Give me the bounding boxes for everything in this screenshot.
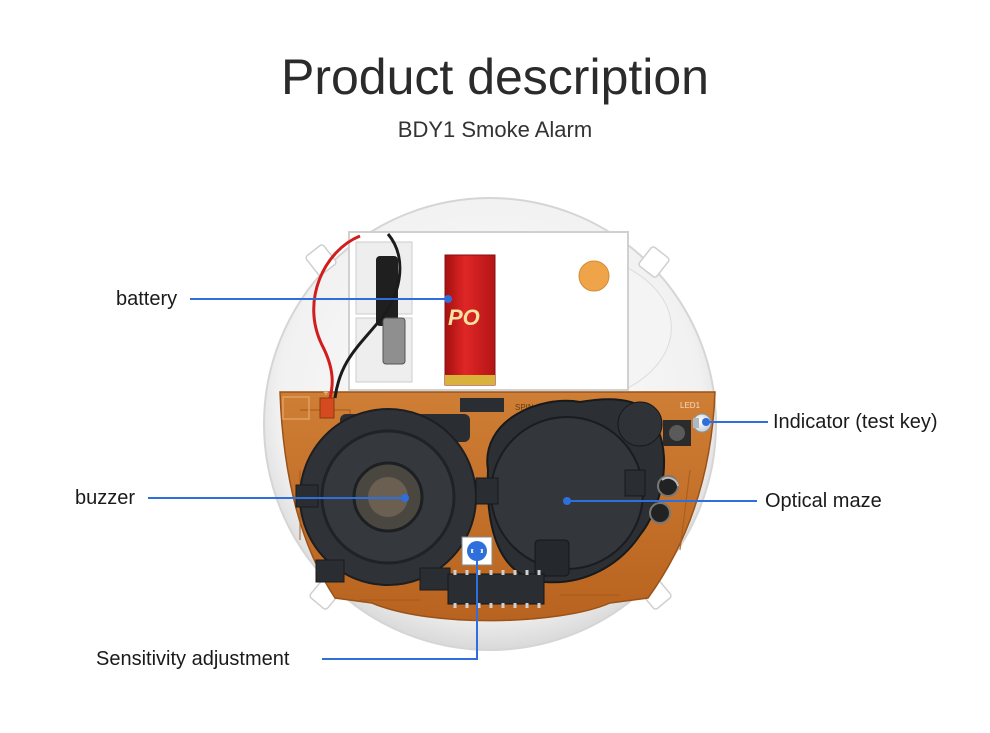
housing-clips (305, 244, 672, 610)
ic-chip (447, 570, 545, 608)
battery-brand-text: PO (448, 305, 480, 330)
battery-wire-black (333, 233, 402, 399)
label-sensitivity-adjustment: Sensitivity adjustment (96, 648, 290, 670)
capacitors (649, 475, 679, 524)
leader-sensitivity (322, 551, 478, 660)
label-optical-maze: Optical maze (765, 490, 882, 512)
pcb-pad (282, 396, 310, 420)
battery: PO (444, 254, 496, 386)
pcb-connector (319, 397, 335, 419)
leader-dots (401, 295, 710, 555)
label-indicator: Indicator (test key) (773, 411, 938, 433)
test-key (663, 420, 691, 446)
pcb-led-label: LED1 (680, 401, 701, 410)
leader-lines (148, 298, 768, 660)
page-subtitle: BDY1 Smoke Alarm (397, 117, 593, 142)
optical-maze (475, 398, 666, 584)
label-battery: battery (116, 288, 178, 310)
spin-jumper (460, 398, 504, 412)
label-buzzer: buzzer (75, 487, 136, 509)
page-title: Product description (280, 49, 709, 105)
battery-wire-red (312, 234, 361, 399)
pcb-spin-label: SPIN (515, 403, 534, 412)
pcb-polarity-mark: + (323, 388, 329, 399)
